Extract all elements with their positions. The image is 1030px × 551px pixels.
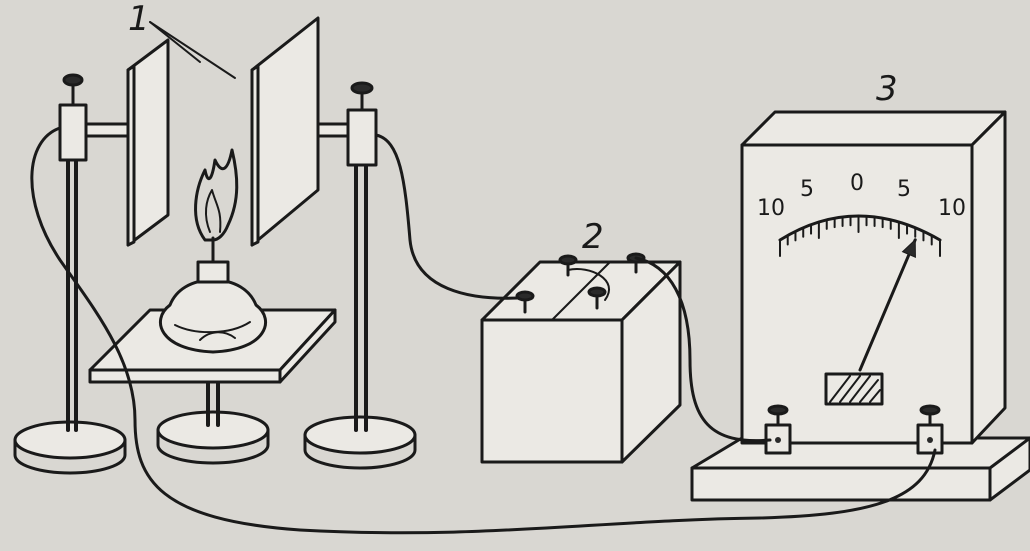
scale-label-right-5: 5	[897, 177, 911, 202]
spirit-burner	[159, 236, 267, 354]
meter-terminal-right	[916, 404, 944, 455]
wire-left-stand-to-meter	[30, 126, 937, 535]
label-1-leaders	[149, 21, 236, 79]
label-plates: 1	[128, 0, 150, 39]
meter-scale-ticks	[779, 215, 941, 257]
wire-battery-to-meter	[634, 256, 772, 443]
battery-terminal-2	[558, 254, 578, 277]
meter-pivot-plate	[824, 372, 884, 406]
plate-right	[250, 16, 320, 247]
flame	[194, 148, 239, 242]
battery-terminal-3	[587, 286, 607, 310]
scale-label-left-5: 5	[800, 177, 814, 202]
meter-scale	[778, 214, 942, 257]
scale-label-right-10: 10	[938, 196, 966, 221]
meter-terminal-left	[764, 404, 792, 455]
stand-base-middle	[156, 410, 270, 465]
wire-right-stand-to-battery	[374, 133, 520, 300]
battery-terminal-1	[515, 290, 535, 314]
label-battery: 2	[582, 217, 604, 257]
meter-needle	[858, 238, 917, 372]
plate-left	[126, 38, 170, 247]
label-meter: 3	[876, 69, 898, 109]
battery	[480, 252, 682, 464]
stand-base-right	[303, 415, 417, 470]
meter-base	[690, 436, 1030, 502]
scale-label-left-10: 10	[757, 196, 785, 221]
scale-label-zero: 0	[850, 171, 864, 196]
meter-case	[740, 110, 1007, 445]
